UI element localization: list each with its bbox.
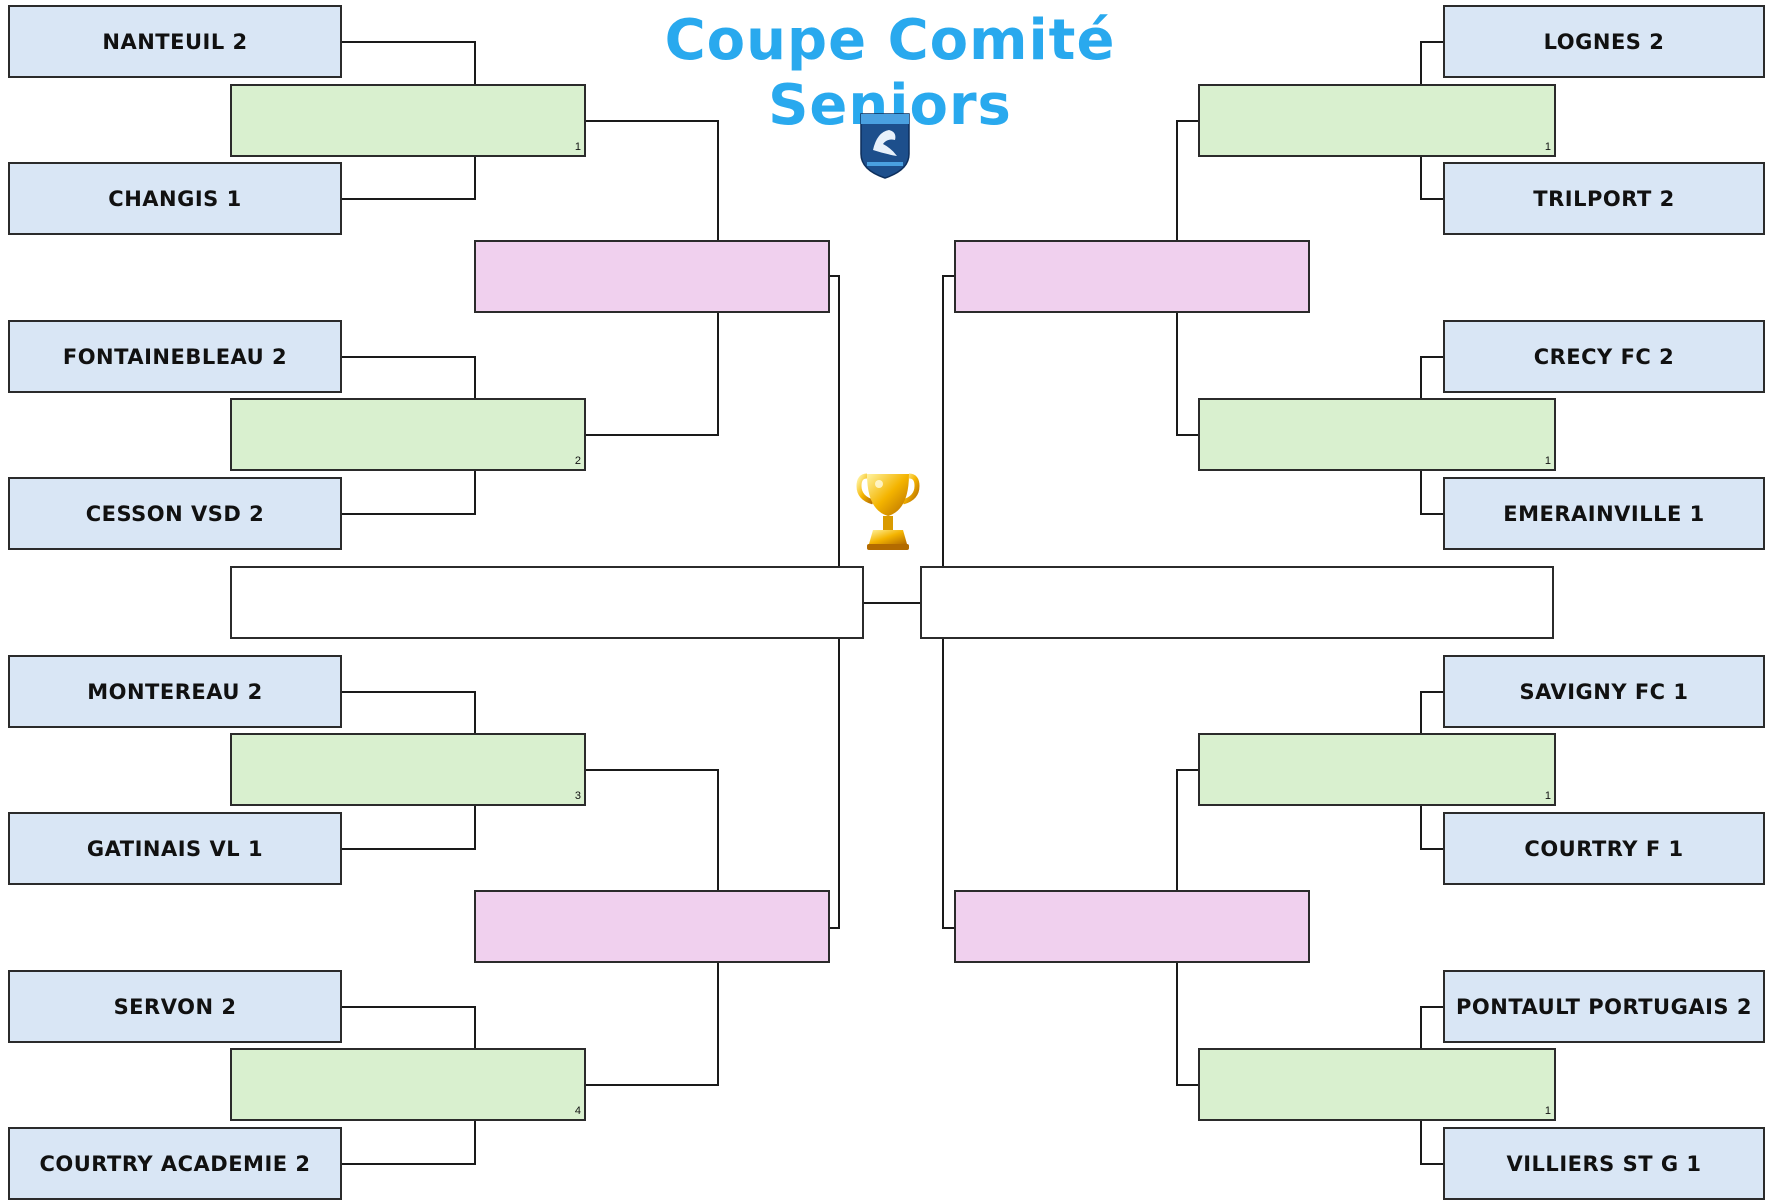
semifinal-box-right[interactable] xyxy=(954,240,1310,313)
team-box-right: COURTRY F 1 xyxy=(1443,812,1765,885)
connector-line xyxy=(942,927,954,929)
connector-line xyxy=(1420,356,1443,358)
connector-line xyxy=(342,1163,476,1165)
connector-line xyxy=(342,691,476,693)
connector-line xyxy=(474,691,476,733)
match-number: 2 xyxy=(574,455,581,467)
team-box-right: CRECY FC 2 xyxy=(1443,320,1765,393)
connector-line xyxy=(1176,963,1178,1086)
connector-line xyxy=(1420,356,1422,398)
connector-line xyxy=(1176,769,1178,890)
connector-line xyxy=(717,963,719,1086)
final-box-right[interactable] xyxy=(920,566,1554,639)
connector-line xyxy=(1420,1006,1443,1008)
match-number: 1 xyxy=(1544,790,1551,802)
round2-box-right[interactable]: 1 xyxy=(1198,84,1556,157)
connector-line xyxy=(717,769,719,890)
connector-line xyxy=(942,275,954,277)
round2-box-right[interactable]: 1 xyxy=(1198,733,1556,806)
connector-line xyxy=(474,356,476,398)
team-box-left: CESSON VSD 2 xyxy=(8,477,342,550)
connector-line xyxy=(1176,769,1198,771)
connector-line xyxy=(474,157,476,200)
team-box-left: CHANGIS 1 xyxy=(8,162,342,235)
connector-line xyxy=(1420,691,1422,733)
connector-line xyxy=(586,1084,719,1086)
connector-line xyxy=(1420,513,1443,515)
round2-box-right[interactable]: 1 xyxy=(1198,1048,1556,1121)
team-box-left: GATINAIS VL 1 xyxy=(8,812,342,885)
team-box-left: COURTRY ACADEMIE 2 xyxy=(8,1127,342,1200)
connector-line xyxy=(1420,41,1443,43)
semifinal-box-left[interactable] xyxy=(474,240,830,313)
match-number: 1 xyxy=(1544,1105,1551,1117)
semifinal-box-right[interactable] xyxy=(954,890,1310,963)
match-number: 1 xyxy=(574,141,581,153)
match-number: 4 xyxy=(574,1105,581,1117)
connector-line xyxy=(1176,1084,1198,1086)
trophy-icon xyxy=(856,473,920,550)
connector-line xyxy=(474,41,476,84)
connector-line xyxy=(586,769,719,771)
connector-line xyxy=(474,1006,476,1048)
connector-line xyxy=(830,275,840,277)
connector-line xyxy=(474,806,476,850)
team-box-right: LOGNES 2 xyxy=(1443,5,1765,78)
connector-line xyxy=(342,198,476,200)
connector-line xyxy=(586,120,719,122)
connector-line xyxy=(942,275,944,566)
match-number: 3 xyxy=(574,790,581,802)
team-box-left: FONTAINEBLEAU 2 xyxy=(8,320,342,393)
connector-line xyxy=(717,313,719,436)
page-title: Coupe Comité Seniors xyxy=(664,8,1116,138)
connector-line xyxy=(474,471,476,515)
connector-line xyxy=(1420,806,1422,850)
team-box-right: PONTAULT PORTUGAIS 2 xyxy=(1443,970,1765,1043)
connector-line xyxy=(1176,313,1178,436)
connector-line xyxy=(342,356,476,358)
semifinal-box-left[interactable] xyxy=(474,890,830,963)
connector-line xyxy=(1176,120,1198,122)
team-box-left: NANTEUIL 2 xyxy=(8,5,342,78)
round2-box-left[interactable]: 2 xyxy=(230,398,586,471)
team-box-left: SERVON 2 xyxy=(8,970,342,1043)
team-box-right: SAVIGNY FC 1 xyxy=(1443,655,1765,728)
connector-line xyxy=(1420,157,1422,200)
connector-line xyxy=(942,639,944,929)
district-logo-icon xyxy=(860,113,910,179)
connector-line xyxy=(1420,198,1443,200)
connector-line xyxy=(1420,1121,1422,1165)
team-box-right: EMERAINVILLE 1 xyxy=(1443,477,1765,550)
team-box-right: TRILPORT 2 xyxy=(1443,162,1765,235)
round2-box-right[interactable]: 1 xyxy=(1198,398,1556,471)
team-box-right: VILLIERS ST G 1 xyxy=(1443,1127,1765,1200)
final-box-left[interactable] xyxy=(230,566,864,639)
round2-box-left[interactable]: 1 xyxy=(230,84,586,157)
connector-line xyxy=(864,602,920,604)
connector-line xyxy=(830,927,840,929)
connector-line xyxy=(342,848,476,850)
connector-line xyxy=(1420,471,1422,515)
connector-line xyxy=(1420,41,1422,84)
match-number: 1 xyxy=(1544,455,1551,467)
connector-line xyxy=(1420,848,1443,850)
connector-line xyxy=(1420,1163,1443,1165)
connector-line xyxy=(342,513,476,515)
connector-line xyxy=(1176,434,1198,436)
connector-line xyxy=(474,1121,476,1165)
round2-box-left[interactable]: 3 xyxy=(230,733,586,806)
connector-line xyxy=(1176,120,1178,240)
connector-line xyxy=(342,41,476,43)
connector-line xyxy=(1420,1006,1422,1048)
connector-line xyxy=(1420,691,1443,693)
connector-line xyxy=(838,275,840,566)
match-number: 1 xyxy=(1544,141,1551,153)
connector-line xyxy=(838,639,840,929)
round2-box-left[interactable]: 4 xyxy=(230,1048,586,1121)
connector-line xyxy=(717,120,719,240)
team-box-left: MONTEREAU 2 xyxy=(8,655,342,728)
connector-line xyxy=(586,434,719,436)
connector-line xyxy=(342,1006,476,1008)
